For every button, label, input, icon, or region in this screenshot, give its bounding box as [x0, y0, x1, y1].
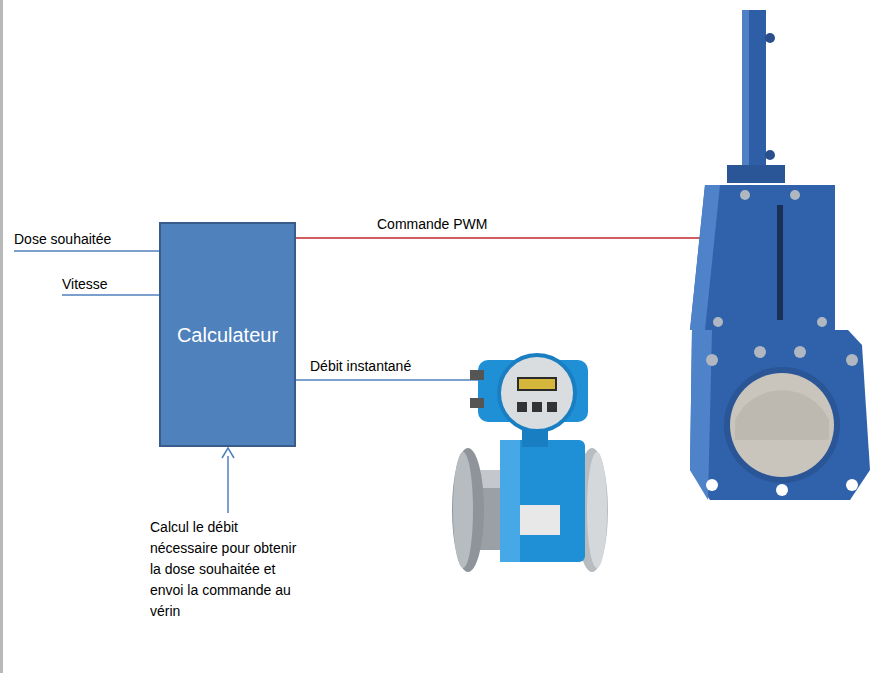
signal-label: Débit instantané [310, 358, 411, 375]
knife-gate-valve [690, 10, 870, 500]
signal-label: Dose souhaitée [14, 231, 111, 248]
page-edge [0, 0, 3, 673]
arrow-head [222, 448, 234, 458]
node-text: Calculateur [169, 319, 286, 351]
process-box: Calculateur [159, 222, 296, 447]
leader-arrow [227, 456, 229, 513]
input-wire [14, 250, 159, 252]
input-wire [62, 294, 159, 296]
signal-label: Vitesse [62, 276, 108, 293]
flow-wire [296, 379, 484, 381]
note-text: Calcul le débit nécessaire pour obtenir … [150, 517, 300, 622]
flowmeter [452, 355, 608, 572]
pwm-wire [296, 237, 712, 239]
signal-label: Commande PWM [377, 216, 487, 233]
